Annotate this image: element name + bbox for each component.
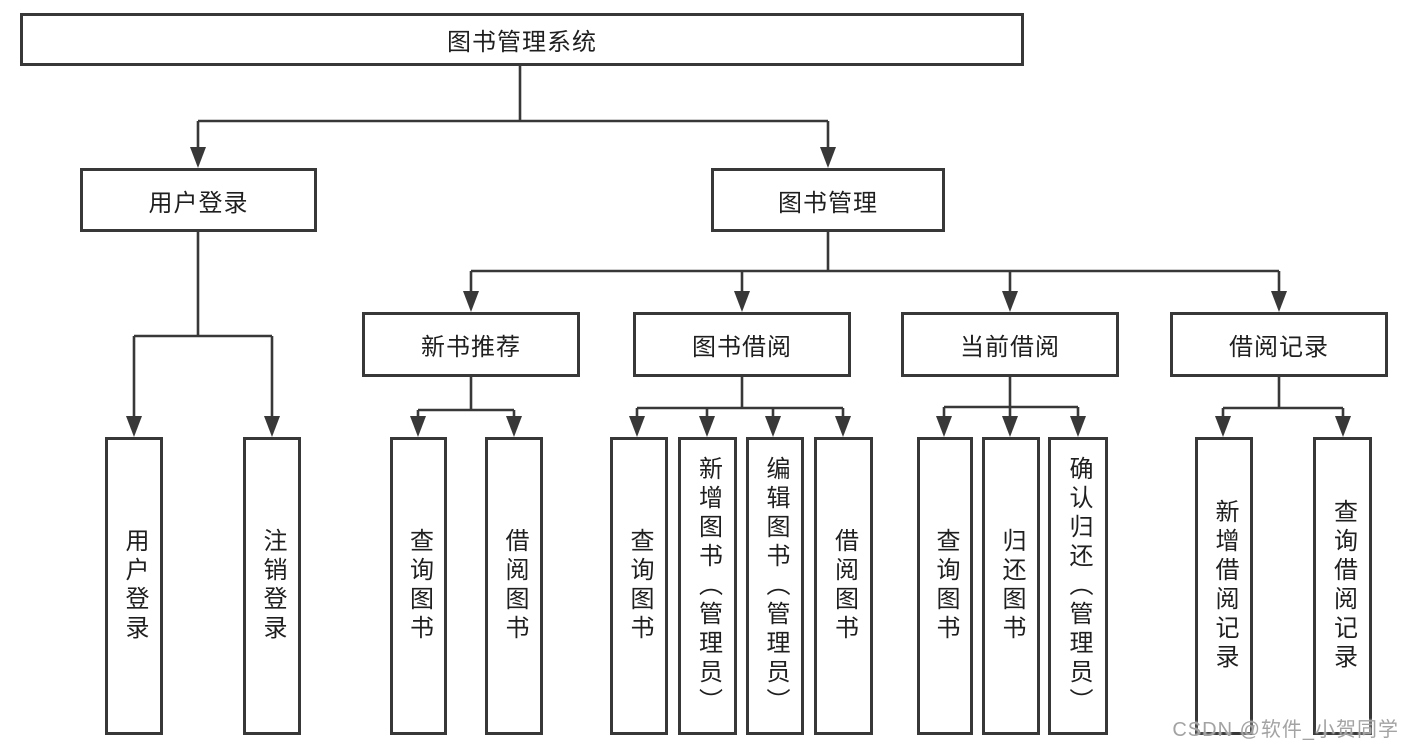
arrowhead	[1002, 291, 1018, 312]
arrowhead	[734, 291, 750, 312]
arrowhead	[629, 416, 645, 437]
node-current-borrowing: 当前借阅	[901, 312, 1119, 377]
node-leaf-query-books-recommend: 查询图书	[390, 437, 447, 735]
node-new-book-recommend: 新书推荐	[362, 312, 580, 377]
node-leaf-add-books-admin: 新增图书（管理员）	[678, 437, 737, 735]
arrowhead	[1271, 291, 1287, 312]
arrowhead	[264, 416, 280, 437]
node-label: 当前借阅	[960, 334, 1060, 361]
node-label: 图书管理系统	[447, 29, 597, 56]
node-label: 图书借阅	[692, 334, 792, 361]
node-library-management-system: 图书管理系统	[20, 13, 1024, 66]
node-leaf-confirm-return-admin: 确认归还（管理员）	[1048, 437, 1108, 735]
node-label: 用户登录	[148, 189, 249, 217]
node-leaf-borrow-books-recommend: 借阅图书	[485, 437, 543, 735]
node-book-borrowing: 图书借阅	[633, 312, 851, 377]
node-book-management: 图书管理	[711, 168, 945, 232]
node-leaf-logout: 注销登录	[243, 437, 301, 735]
arrowhead	[936, 416, 952, 437]
arrowhead	[463, 291, 479, 312]
arrowhead	[1215, 416, 1231, 437]
arrowhead	[190, 147, 206, 168]
node-label: 借阅记录	[1229, 334, 1329, 361]
node-label: 新增图书（管理员）	[694, 455, 722, 717]
arrowhead	[1070, 416, 1086, 437]
node-leaf-query-books-borrowing: 查询图书	[610, 437, 668, 735]
node-label: 查询图书	[932, 528, 959, 644]
node-label: 查询借阅记录	[1329, 499, 1357, 673]
node-label: 新增借阅记录	[1211, 499, 1238, 673]
node-label: 借阅图书	[501, 528, 528, 644]
node-label: 归还图书	[998, 528, 1025, 644]
arrowhead	[410, 416, 426, 437]
node-leaf-edit-books-admin: 编辑图书（管理员）	[746, 437, 804, 735]
arrowhead	[765, 416, 781, 437]
node-leaf-add-borrow-record: 新增借阅记录	[1195, 437, 1253, 735]
node-label: 编辑图书（管理员）	[762, 455, 789, 717]
node-leaf-return-books: 归还图书	[982, 437, 1040, 735]
node-leaf-query-borrow-record: 查询借阅记录	[1313, 437, 1372, 735]
arrowhead	[1335, 416, 1351, 437]
node-label: 查询图书	[405, 528, 433, 644]
arrowhead	[1002, 416, 1018, 437]
node-label: 新书推荐	[421, 334, 521, 361]
node-borrowing-records: 借阅记录	[1170, 312, 1388, 377]
node-leaf-borrow-books: 借阅图书	[814, 437, 873, 735]
arrowhead	[126, 416, 142, 437]
node-label: 确认归还（管理员）	[1065, 455, 1092, 717]
arrowhead	[699, 416, 715, 437]
arrowhead	[820, 147, 836, 168]
arrowhead	[506, 416, 522, 437]
node-label: 图书管理	[778, 189, 878, 217]
node-label: 借阅图书	[830, 528, 858, 644]
node-label: 用户登录	[121, 528, 148, 644]
node-label: 查询图书	[626, 528, 653, 644]
arrowhead	[835, 416, 851, 437]
node-label: 注销登录	[259, 528, 286, 644]
node-leaf-query-books-current: 查询图书	[917, 437, 973, 735]
watermark: CSDN @软件_小贺同学	[1172, 719, 1399, 741]
node-leaf-user-login: 用户登录	[105, 437, 163, 735]
node-user-login: 用户登录	[80, 168, 317, 232]
